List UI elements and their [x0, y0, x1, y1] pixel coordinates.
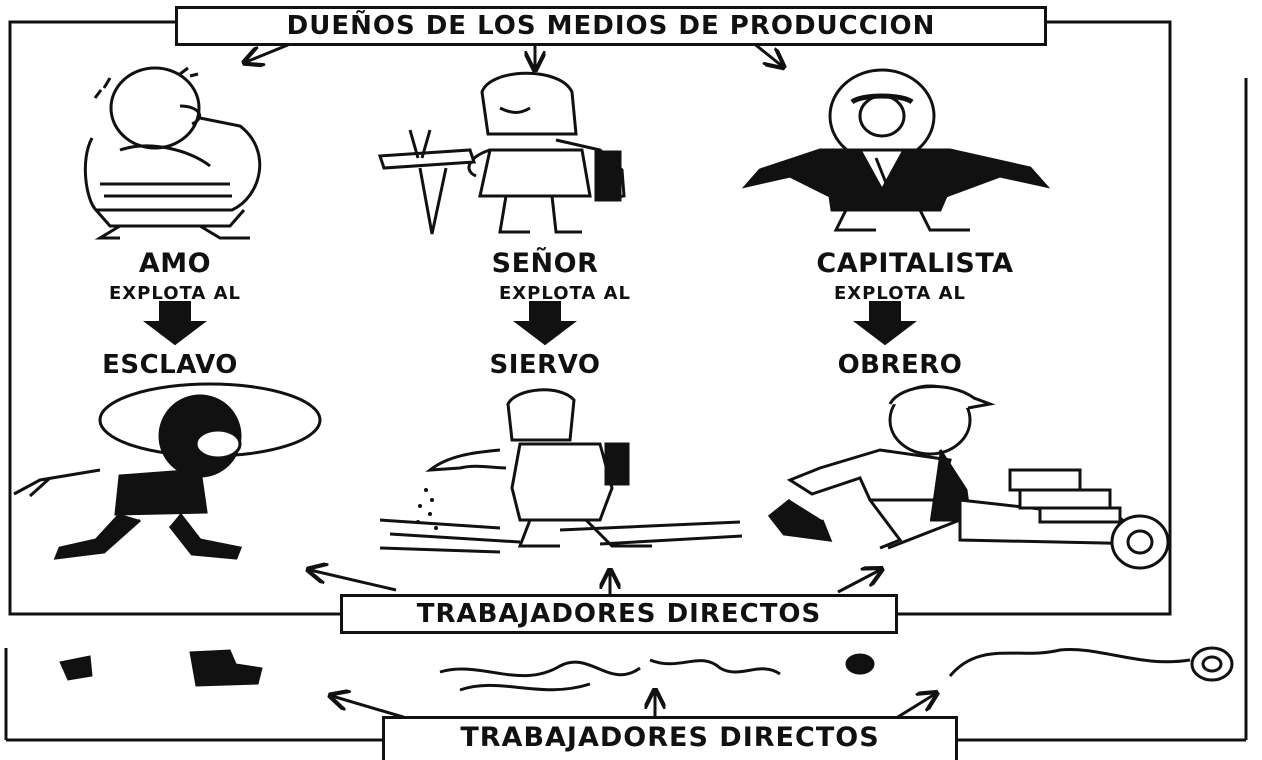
amo-figure	[83, 66, 262, 240]
bottom-label: TRABAJADORES DIRECTOS	[416, 599, 822, 629]
bottom-label-box: TRABAJADORES DIRECTOS	[340, 594, 898, 634]
siervo-figure	[379, 388, 743, 554]
top-title-box: DUEÑOS DE LOS MEDIOS DE PRODUCCION	[175, 6, 1047, 46]
senor-figure	[377, 71, 626, 235]
bottom-label-duplicate: TRABAJADORES DIRECTOS	[460, 722, 880, 753]
verb-label-1: EXPLOTA AL	[109, 283, 241, 304]
top-title: DUEÑOS DE LOS MEDIOS DE PRODUCCION	[286, 11, 936, 41]
owner-label-amo: AMO	[138, 248, 212, 279]
worker-label-siervo: SIERVO	[489, 350, 601, 380]
worker-arrows	[310, 570, 880, 594]
verb-label-2: EXPLOTA AL	[499, 283, 631, 304]
owner-label-capitalista: CAPITALISTA	[816, 248, 1014, 279]
worker-label-esclavo: ESCLAVO	[102, 350, 238, 380]
worker-label-obrero: OBRERO	[837, 350, 963, 380]
bottom-label-box-duplicate: TRABAJADORES DIRECTOS	[382, 716, 958, 760]
obrero-figure	[767, 384, 1170, 570]
esclavo-figure	[13, 382, 322, 560]
duplicated-figure-fragments	[59, 646, 1234, 692]
verb-label-3: EXPLOTA AL	[834, 283, 966, 304]
owner-label-senor: SEÑOR	[491, 248, 599, 279]
block-arrows	[143, 301, 917, 346]
capitalista-figure	[741, 68, 1051, 232]
